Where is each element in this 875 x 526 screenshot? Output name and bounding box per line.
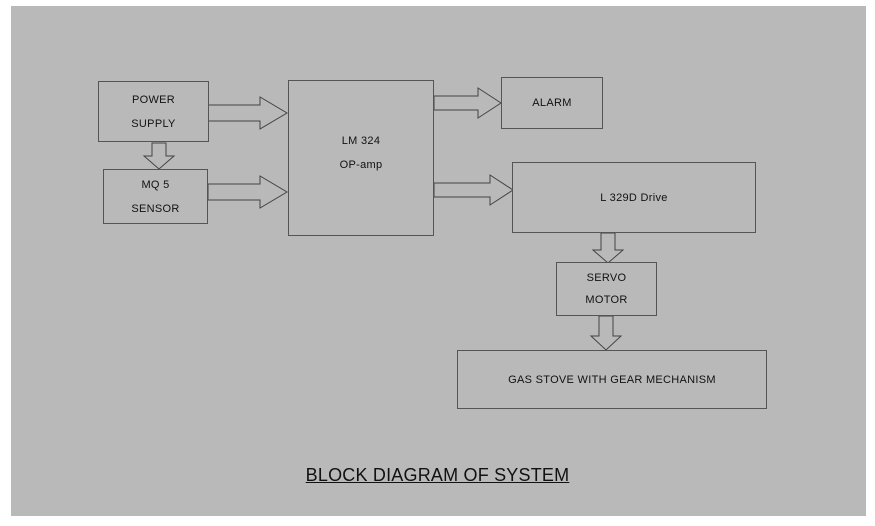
gas-stove-label: GAS STOVE WITH GEAR MECHANISM xyxy=(508,373,716,386)
arrow-power-to-lm324 xyxy=(207,96,288,130)
mq5-sensor-label-1: MQ 5 xyxy=(141,178,170,191)
diagram-caption: BLOCK DIAGRAM OF SYSTEM xyxy=(305,465,570,485)
servo-motor-label-1: SERVO xyxy=(586,272,627,284)
power-supply-label-1: POWER xyxy=(131,93,176,106)
l329d-drive-block: L 329D Drive xyxy=(512,162,756,233)
mq5-sensor-label-2: SENSOR xyxy=(131,202,180,215)
arrow-power-to-sensor xyxy=(142,142,176,170)
servo-motor-label-2: MOTOR xyxy=(585,294,628,306)
lm324-label-2: OP-amp xyxy=(339,159,383,171)
lm324-opamp-block: LM 324 OP-amp xyxy=(288,80,434,236)
arrow-sensor-to-lm324 xyxy=(207,175,288,209)
gas-stove-block: GAS STOVE WITH GEAR MECHANISM xyxy=(457,350,767,409)
arrow-lm324-to-l329d xyxy=(433,174,514,206)
arrow-l329d-to-servo xyxy=(591,232,625,264)
arrow-servo-to-stove xyxy=(589,315,623,351)
alarm-block: ALARM xyxy=(501,77,603,129)
lm324-label-1: LM 324 xyxy=(341,135,381,147)
l329d-label: L 329D Drive xyxy=(600,191,668,204)
servo-motor-block: SERVO MOTOR xyxy=(556,262,657,316)
alarm-label: ALARM xyxy=(532,97,572,109)
power-supply-block: POWER SUPPLY xyxy=(98,81,209,142)
power-supply-label-2: SUPPLY xyxy=(131,117,176,130)
mq5-sensor-block: MQ 5 SENSOR xyxy=(103,169,208,224)
arrow-lm324-to-alarm xyxy=(433,87,502,119)
